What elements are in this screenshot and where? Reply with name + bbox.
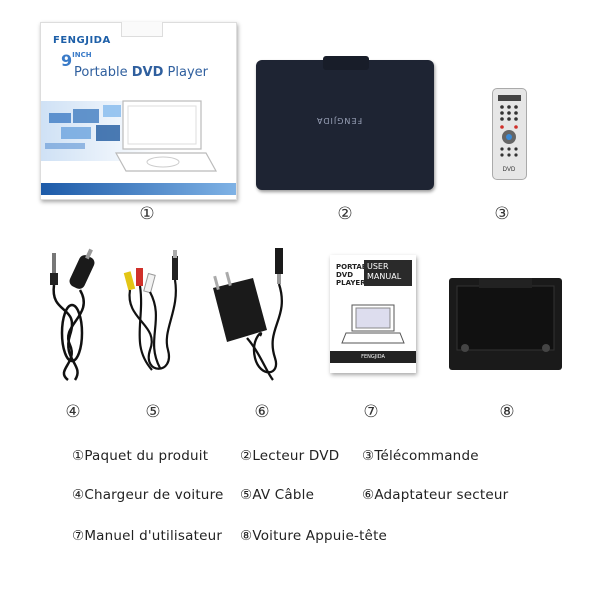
legend-text-6: Adaptateur secteur — [374, 487, 509, 503]
legend-item-2: ②Lecteur DVD — [240, 448, 339, 464]
legend-text-5: AV Câble — [252, 487, 315, 503]
box-title-prefix: Portable — [74, 65, 132, 80]
manual-player-drawing — [341, 304, 405, 344]
legend-text-3: Télécommande — [374, 448, 479, 464]
manual-header-line1: USER — [367, 262, 389, 271]
box-brand: FENGJIDA — [53, 35, 111, 46]
marker-5: ⑤ — [145, 402, 161, 422]
legend-item-7: ⑦Manuel d'utilisateur — [72, 528, 222, 544]
legend-num-7: ⑦ — [72, 528, 85, 544]
marker-7: ⑦ — [363, 402, 379, 422]
legend-num-2: ② — [240, 448, 253, 464]
dvd-player-image: FENGJIDA — [256, 56, 434, 190]
av-cable-image — [123, 250, 178, 371]
legend-text-4: Chargeur de voiture — [84, 487, 224, 503]
user-manual-image: PORTABLE DVD PLAYER USER MANUAL FENGJIDA — [330, 255, 416, 373]
legend-item-5: ⑤AV Câble — [240, 487, 314, 503]
box-artwork — [41, 100, 218, 172]
remote-buttons: DVD — [498, 95, 521, 173]
marker-4: ④ — [65, 402, 81, 422]
manual-header: USER MANUAL — [364, 260, 412, 286]
player-logo: FENGJIDA — [316, 116, 363, 125]
box-title: Portable DVD Player — [74, 65, 208, 80]
legend-num-1: ① — [72, 448, 85, 464]
box-inch-label: INCH — [72, 51, 92, 59]
box-stripe — [41, 183, 236, 195]
manual-footer-brand: FENGJIDA — [330, 351, 416, 363]
remote-control-image: DVD — [492, 88, 527, 180]
marker-3: ③ — [494, 204, 510, 224]
remote-label: DVD — [503, 167, 516, 173]
legend-item-4: ④Chargeur de voiture — [72, 487, 224, 503]
legend-num-3: ③ — [362, 448, 375, 464]
legend-text-2: Lecteur DVD — [252, 448, 340, 464]
legend-text-1: Paquet du produit — [84, 448, 209, 464]
legend-num-6: ⑥ — [362, 487, 375, 503]
manual-header-line2: MANUAL — [367, 272, 402, 281]
legend-item-1: ①Paquet du produit — [72, 448, 208, 464]
box-inch-size: 9INCH — [61, 51, 92, 70]
legend-text-7: Manuel d'utilisateur — [84, 528, 223, 544]
legend-item-3: ③Télécommande — [362, 448, 479, 464]
marker-8: ⑧ — [499, 402, 515, 422]
player-hinge — [323, 56, 369, 70]
legend-num-8: ⑧ — [240, 528, 253, 544]
legend-item-8: ⑧Voiture Appuie-tête — [240, 528, 387, 544]
legend-num-4: ④ — [72, 487, 85, 503]
marker-2: ② — [337, 204, 353, 224]
manual-side-title: PORTABLE DVD PLAYER — [336, 263, 377, 287]
box-inch-number: 9 — [61, 51, 73, 70]
legend-num-5: ⑤ — [240, 487, 253, 503]
box-title-bold: DVD — [131, 65, 164, 80]
headrest-mount-image — [449, 276, 562, 370]
ac-adapter-image — [213, 248, 283, 381]
marker-1: ① — [139, 204, 155, 224]
car-charger-image — [50, 248, 95, 381]
marker-6: ⑥ — [254, 402, 270, 422]
legend-text-8: Voiture Appuie-tête — [252, 528, 388, 544]
product-box-image: FENGJIDA 9INCH Portable DVD Player — [40, 22, 237, 200]
headrest-details — [456, 276, 555, 352]
box-tab — [121, 22, 163, 37]
box-title-suffix: Player — [163, 65, 208, 80]
legend-item-6: ⑥Adaptateur secteur — [362, 487, 508, 503]
